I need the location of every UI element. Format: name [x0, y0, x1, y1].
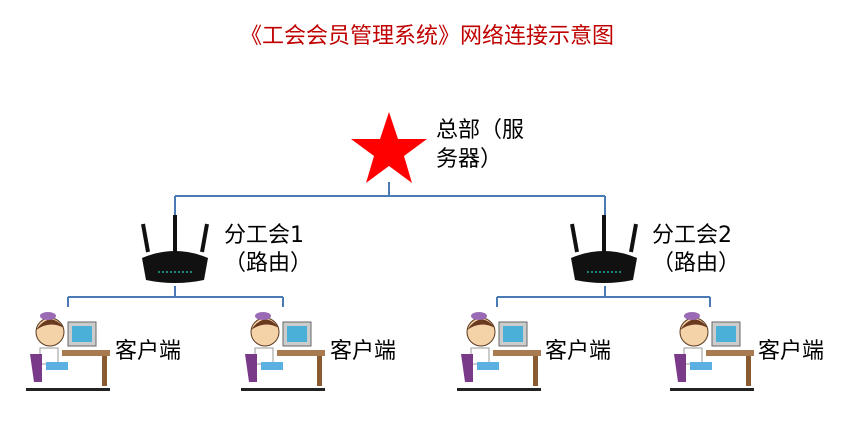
branch1-sublabel: （路由） [224, 251, 313, 276]
client-computer-icon [25, 311, 111, 392]
star-icon [351, 112, 427, 183]
hq-to-branch-lines [174, 182, 606, 215]
branch1-label: 分工会1 [224, 223, 304, 248]
client-computer-icon [669, 311, 755, 392]
branch2-client-lines [496, 286, 711, 307]
client-computer-icon [456, 311, 542, 392]
client-computer-icon [240, 311, 326, 392]
client-label: 客户端 [330, 339, 397, 364]
diagram-title: 《工会会员管理系统》网络连接示意图 [239, 24, 614, 49]
client-label: 客户端 [545, 339, 612, 364]
branch2-sublabel: （路由） [652, 251, 741, 276]
branch2-label: 分工会2 [652, 223, 732, 248]
branch1-client-lines [67, 286, 284, 307]
connection-lines [67, 182, 711, 307]
router-icon [141, 215, 209, 283]
headquarters-label: 总部（服 [436, 118, 525, 143]
client-label: 客户端 [115, 339, 182, 364]
client-label: 客户端 [758, 339, 825, 364]
headquarters-label-cont: 务器） [436, 147, 503, 172]
router-icon [570, 215, 638, 283]
